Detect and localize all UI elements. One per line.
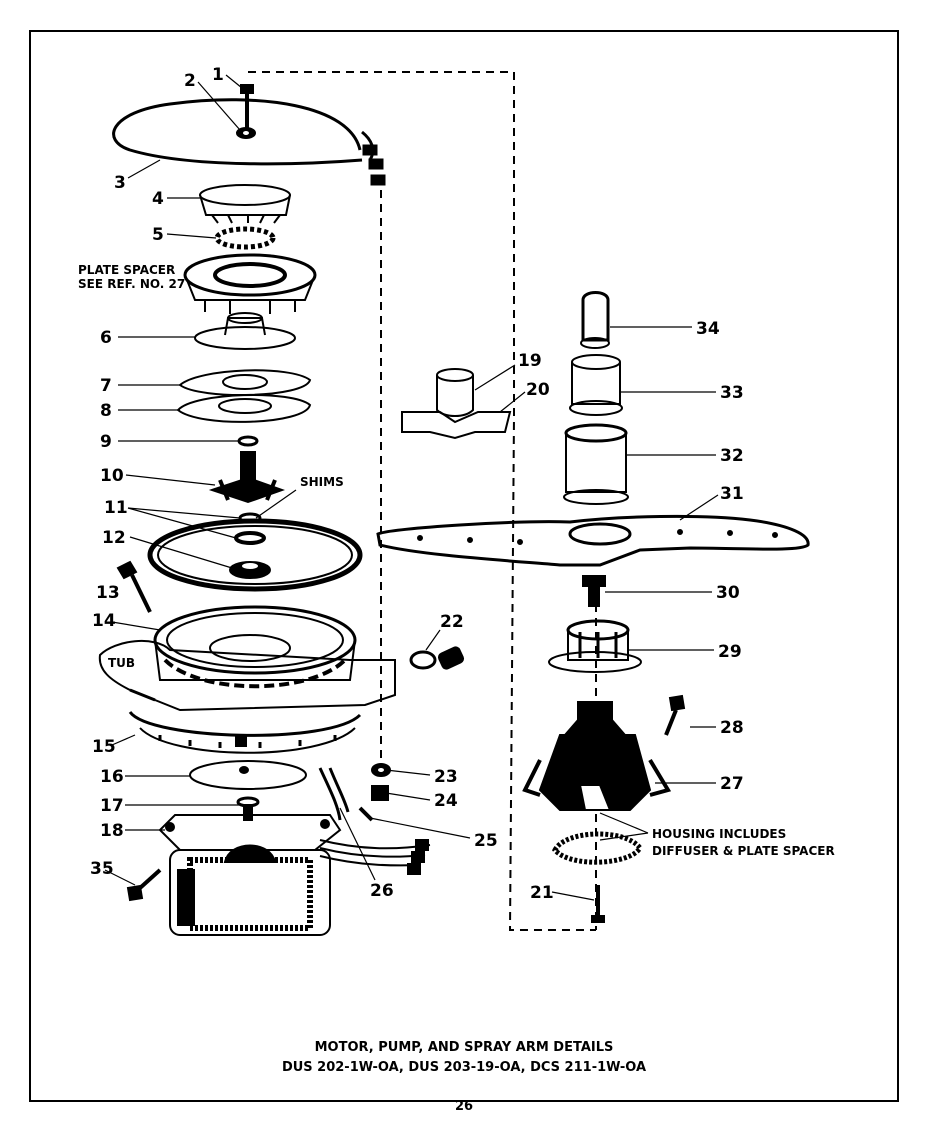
callout-21: 21 bbox=[530, 883, 554, 903]
callout-31: 31 bbox=[720, 484, 744, 504]
callout-6: 6 bbox=[100, 328, 112, 348]
part-35-motor-bolt bbox=[126, 868, 162, 902]
callout-24: 24 bbox=[434, 791, 458, 811]
part-5-gear bbox=[214, 226, 276, 250]
dashed-guide-lines bbox=[248, 71, 597, 931]
shims-note: SHIMS bbox=[300, 475, 344, 489]
part-20-bracket bbox=[401, 411, 512, 440]
part-32-cylinder bbox=[563, 423, 629, 505]
callout-1: 1 bbox=[212, 65, 224, 85]
callout-18: 18 bbox=[100, 821, 124, 841]
part-17-shaft-collar bbox=[236, 796, 260, 821]
part-24-grommet bbox=[371, 785, 389, 801]
part-18-motor bbox=[158, 814, 342, 936]
callout-30: 30 bbox=[716, 583, 740, 603]
page-border bbox=[29, 30, 899, 1102]
callout-8: 8 bbox=[100, 401, 112, 421]
part-7-gasket bbox=[178, 369, 312, 397]
callout-11: 11 bbox=[104, 498, 128, 518]
callout-27: 27 bbox=[720, 774, 744, 794]
part-8-plate bbox=[176, 393, 312, 423]
housing-note-line2: DIFFUSER & PLATE SPACER bbox=[652, 844, 835, 858]
callout-13: 13 bbox=[96, 583, 120, 603]
part-6-pump-plate bbox=[194, 312, 296, 350]
callout-2: 2 bbox=[184, 71, 196, 91]
callout-5: 5 bbox=[152, 225, 164, 245]
callout-4: 4 bbox=[152, 189, 164, 209]
callout-25: 25 bbox=[474, 831, 498, 851]
part-1-screw bbox=[240, 84, 254, 128]
part-21-screw bbox=[591, 885, 605, 923]
callout-28: 28 bbox=[720, 718, 744, 738]
part-18-motor-wires bbox=[319, 839, 431, 875]
part-26-clip bbox=[318, 767, 350, 821]
part-11-shims bbox=[234, 512, 266, 545]
part-2-washer bbox=[236, 127, 256, 139]
leader-lines bbox=[104, 74, 719, 901]
callout-19: 19 bbox=[518, 351, 542, 371]
tub-note: TUB bbox=[108, 656, 135, 670]
callout-12: 12 bbox=[102, 528, 126, 548]
callout-14: 14 bbox=[92, 611, 116, 631]
part-22-clamp-hose bbox=[409, 646, 465, 670]
callout-35: 35 bbox=[90, 859, 114, 879]
part-3-hose-loop bbox=[112, 98, 386, 186]
callout-34: 34 bbox=[696, 319, 720, 339]
plate-spacer-note-line2: SEE REF. NO. 27 bbox=[78, 277, 185, 291]
part-29-strainer bbox=[548, 619, 642, 673]
callout-7: 7 bbox=[100, 376, 112, 396]
callout-15: 15 bbox=[92, 737, 116, 757]
part-19-bushing bbox=[436, 368, 474, 417]
callout-20: 20 bbox=[526, 380, 550, 400]
part-34-tube bbox=[580, 291, 610, 349]
part-10-impeller bbox=[208, 451, 286, 504]
page-number: 26 bbox=[454, 1099, 474, 1114]
callout-29: 29 bbox=[718, 642, 742, 662]
part-15-base-ring bbox=[128, 710, 362, 754]
diagram-notes: PLATE SPACER SEE REF. NO. 27 SHIMS TUB H… bbox=[78, 263, 835, 858]
callout-10: 10 bbox=[100, 466, 124, 486]
callout-numbers: 1 2 3 4 5 6 7 8 9 10 11 12 13 14 15 16 1… bbox=[90, 65, 744, 903]
part-28-bolt bbox=[664, 694, 686, 736]
callout-16: 16 bbox=[100, 767, 124, 787]
callout-32: 32 bbox=[720, 446, 744, 466]
part-13-bolt bbox=[116, 560, 152, 613]
model-numbers: DUS 202-1W-OA, DUS 203-19-OA, DCS 211-1W… bbox=[281, 1060, 647, 1075]
part-12-seal-ring bbox=[147, 518, 363, 592]
callout-22: 22 bbox=[440, 612, 464, 632]
callout-17: 17 bbox=[100, 796, 124, 816]
callout-3: 3 bbox=[114, 173, 126, 193]
diffuser bbox=[552, 831, 644, 865]
plate-spacer bbox=[183, 253, 317, 314]
diagram-title: MOTOR, PUMP, AND SPRAY ARM DETAILS bbox=[314, 1040, 614, 1055]
callout-33: 33 bbox=[720, 383, 744, 403]
housing-note-line1: HOUSING INCLUDES bbox=[652, 827, 786, 841]
part-14-pump-housing bbox=[153, 605, 357, 689]
part-30-retainer bbox=[582, 575, 606, 607]
plate-spacer-note-line1: PLATE SPACER bbox=[78, 263, 175, 277]
part-31-spray-arm bbox=[376, 514, 810, 567]
part-27-housing bbox=[522, 701, 672, 811]
part-4-impeller-cover bbox=[199, 184, 291, 224]
part-33-sleeve bbox=[569, 354, 623, 416]
part-9-washer bbox=[237, 435, 259, 447]
callout-26: 26 bbox=[370, 881, 394, 901]
callout-9: 9 bbox=[100, 432, 112, 452]
tub-section bbox=[98, 639, 396, 712]
callout-23: 23 bbox=[434, 767, 458, 787]
part-16-slinger-disc bbox=[189, 760, 307, 790]
